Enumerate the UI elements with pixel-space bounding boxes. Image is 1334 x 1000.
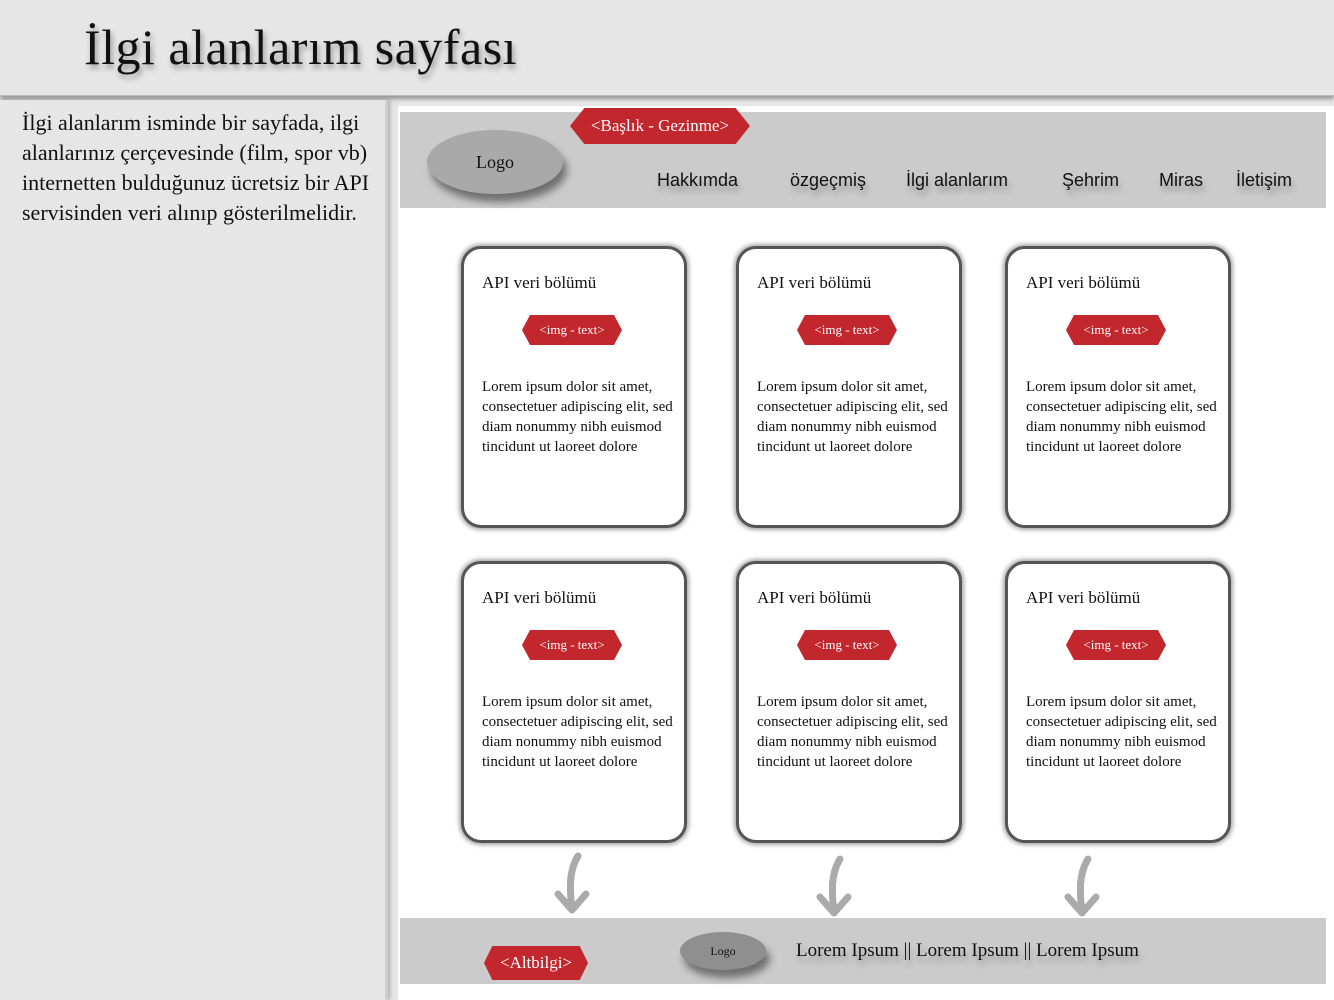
img-text-tag: <img - text> bbox=[797, 630, 897, 660]
api-card: API veri bölümü <img - text> Lorem ipsum… bbox=[1005, 561, 1231, 843]
img-text-tag: <img - text> bbox=[797, 315, 897, 345]
card-body: Lorem ipsum dolor sit amet, consectetuer… bbox=[482, 694, 673, 770]
nav-item-iletisim[interactable]: İletişim bbox=[1236, 170, 1293, 190]
nav-item-ilgi-alanlarim[interactable]: İlgi alanlarım bbox=[906, 170, 1009, 190]
arrow-down-icon bbox=[1064, 855, 1100, 917]
header-navigation-tag: <Başlık - Gezinme> bbox=[570, 108, 750, 144]
wireframe-mockup: Logo Hakkımda özgeçmiş İlgi alanlarım Şe… bbox=[398, 106, 1334, 1000]
api-card: API veri bölümü <img - text> Lorem ipsum… bbox=[461, 561, 687, 843]
card-body: Lorem ipsum dolor sit amet, consectetuer… bbox=[1026, 379, 1217, 455]
page-title: İlgi alanlarım sayfası bbox=[84, 19, 518, 75]
card-body: Lorem ipsum dolor sit amet, consectetuer… bbox=[757, 379, 948, 455]
card-title: API veri bölümü bbox=[482, 273, 597, 292]
header-bar: Logo Hakkımda özgeçmiş İlgi alanlarım Şe… bbox=[400, 112, 1326, 208]
arrow-down-icon bbox=[554, 852, 590, 914]
img-text-tag: <img - text> bbox=[522, 630, 622, 660]
footer-tag: <Altbilgi> bbox=[484, 946, 588, 980]
card-body: Lorem ipsum dolor sit amet, consectetuer… bbox=[757, 694, 948, 770]
footer-logo[interactable]: Logo bbox=[680, 932, 766, 970]
description-text: İlgi alanlarım isminde bir sayfada, ilgi… bbox=[22, 110, 370, 225]
title-bar: İlgi alanlarım sayfası bbox=[0, 0, 1334, 96]
img-text-tag: <img - text> bbox=[1066, 630, 1166, 660]
api-card: API veri bölümü <img - text> Lorem ipsum… bbox=[461, 246, 687, 528]
nav-item-hakkimda[interactable]: Hakkımda bbox=[657, 170, 739, 190]
api-card: API veri bölümü <img - text> Lorem ipsum… bbox=[736, 561, 962, 843]
card-body: Lorem ipsum dolor sit amet, consectetuer… bbox=[1026, 694, 1217, 770]
nav-item-miras[interactable]: Miras bbox=[1159, 170, 1203, 190]
api-card: API veri bölümü <img - text> Lorem ipsum… bbox=[736, 246, 962, 528]
arrow-down-icon bbox=[816, 855, 852, 917]
nav-item-ozgecmis[interactable]: özgeçmiş bbox=[790, 170, 867, 190]
card-title: API veri bölümü bbox=[482, 588, 597, 607]
card-title: API veri bölümü bbox=[1026, 273, 1141, 292]
nav-item-sehrim[interactable]: Şehrim bbox=[1062, 170, 1120, 190]
card-title: API veri bölümü bbox=[1026, 588, 1141, 607]
card-title: API veri bölümü bbox=[757, 588, 872, 607]
img-text-tag: <img - text> bbox=[1066, 315, 1166, 345]
card-body: Lorem ipsum dolor sit amet, consectetuer… bbox=[482, 379, 673, 455]
description-panel: İlgi alanlarım isminde bir sayfada, ilgi… bbox=[0, 100, 388, 1000]
footer-links[interactable]: Lorem Ipsum || Lorem Ipsum || Lorem Ipsu… bbox=[796, 940, 1139, 961]
img-text-tag: <img - text> bbox=[522, 315, 622, 345]
api-card: API veri bölümü <img - text> Lorem ipsum… bbox=[1005, 246, 1231, 528]
header-logo[interactable]: Logo bbox=[427, 130, 563, 194]
card-title: API veri bölümü bbox=[757, 273, 872, 292]
